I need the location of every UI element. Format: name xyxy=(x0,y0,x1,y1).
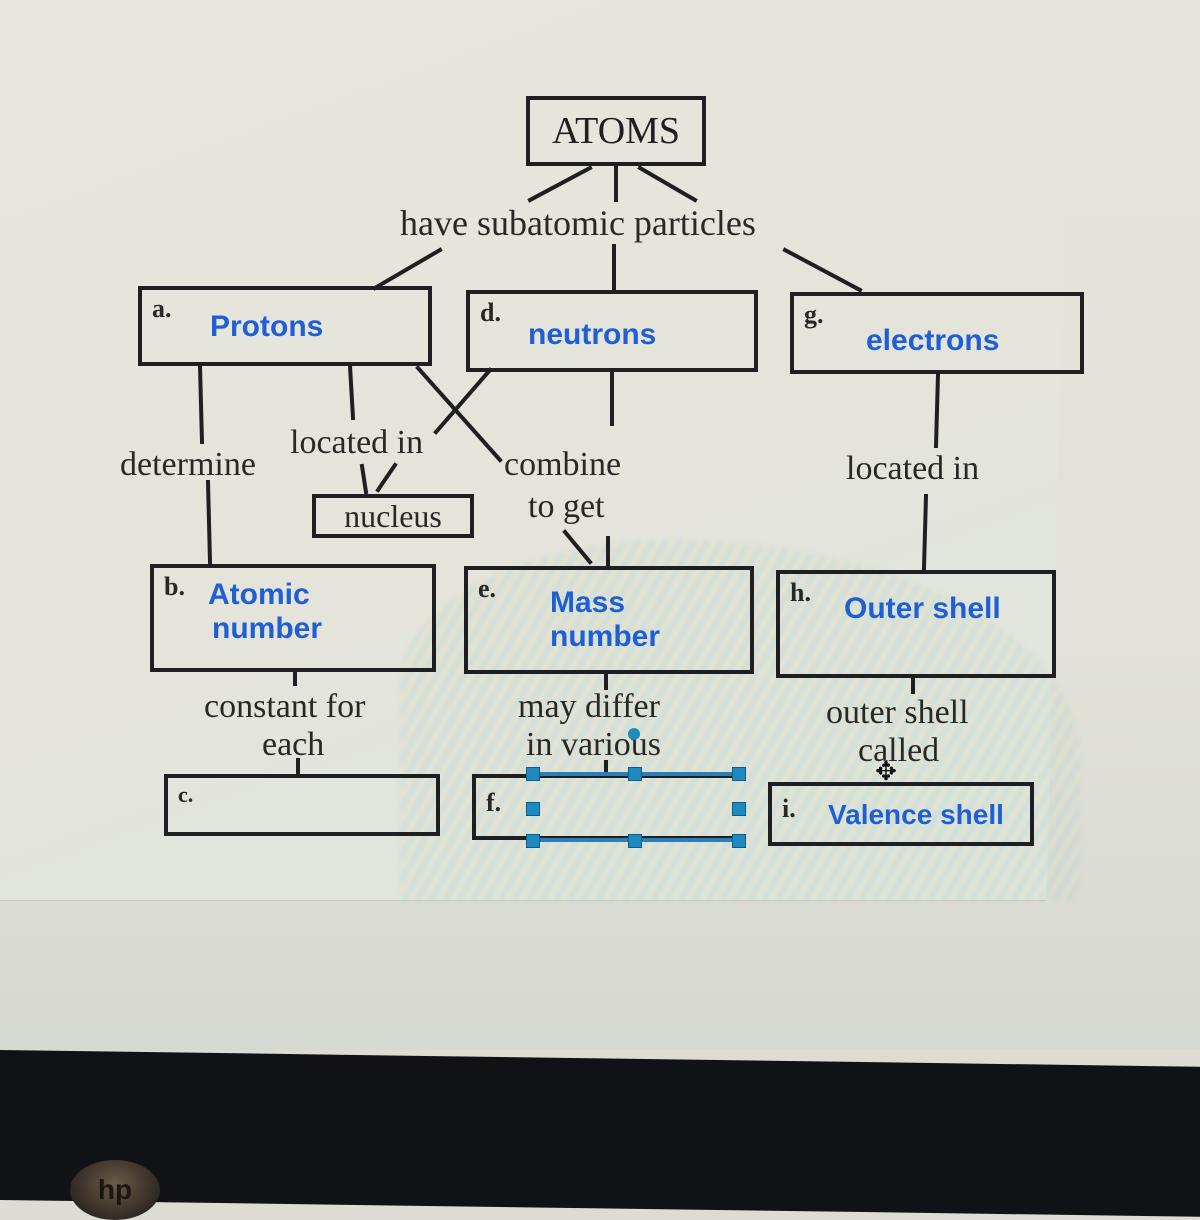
answer-text[interactable]: Valence shell xyxy=(828,799,1004,830)
monitor-screen: ATOMS have subatomic particles a. Proton… xyxy=(0,0,1200,1050)
answer-text[interactable]: Outer shell xyxy=(844,592,1001,625)
box-letter: h. xyxy=(790,578,811,607)
box-letter: e. xyxy=(478,574,497,603)
box-letter: a. xyxy=(152,294,172,323)
link-determine: determine xyxy=(120,446,256,483)
resize-handle-top-right[interactable] xyxy=(732,767,746,781)
resize-handle-bottom-right[interactable] xyxy=(732,834,746,848)
answer-text[interactable]: neutrons xyxy=(528,318,657,351)
connector xyxy=(921,493,929,571)
link-constant-for: constant for xyxy=(204,688,366,725)
resize-handle-bottom-left[interactable] xyxy=(526,834,540,848)
box-d-neutrons[interactable]: d. neutrons xyxy=(466,290,758,372)
box-i-valence-shell[interactable]: i. Valence shell xyxy=(768,782,1034,846)
box-letter: f. xyxy=(486,788,502,817)
link-located-in-nucleus: located in xyxy=(290,424,424,461)
box-letter: i. xyxy=(782,794,796,823)
link-may-differ: may differ xyxy=(518,688,660,725)
selected-text-box[interactable] xyxy=(526,728,746,848)
brand-logo-icon: hp xyxy=(70,1160,160,1220)
connector xyxy=(433,367,493,435)
monitor-bezel xyxy=(0,1050,1200,1217)
box-a-protons[interactable]: a. Protons xyxy=(138,286,432,366)
nucleus-box: nucleus xyxy=(312,494,474,538)
answer-text-line2[interactable]: number xyxy=(550,620,661,653)
connector xyxy=(415,365,503,463)
box-h-outer-shell[interactable]: h. Outer shell xyxy=(776,570,1056,678)
rotate-handle[interactable] xyxy=(628,728,640,740)
resize-handle-right[interactable] xyxy=(732,802,746,816)
atoms-title-box: ATOMS xyxy=(526,96,706,166)
connector xyxy=(359,463,369,495)
box-e-mass-number[interactable]: e. Mass number xyxy=(464,566,754,674)
link-located-in-outer: located in xyxy=(846,450,980,487)
answer-text-line1[interactable]: Mass xyxy=(550,586,626,619)
concept-map: ATOMS have subatomic particles a. Proton… xyxy=(120,96,1084,848)
connector xyxy=(347,363,356,421)
box-letter: c. xyxy=(178,782,194,807)
connector-lines xyxy=(197,165,941,778)
link-outer-shell: outer shell xyxy=(826,694,969,731)
connector xyxy=(933,371,941,449)
link-to-get: to get xyxy=(528,488,605,525)
connector xyxy=(562,529,593,565)
resize-handle-top[interactable] xyxy=(628,767,642,781)
connector xyxy=(205,479,213,565)
link-in-various: in various xyxy=(526,726,662,763)
resize-handle-top-left[interactable] xyxy=(526,767,540,781)
link-each: each xyxy=(262,726,325,763)
box-letter: b. xyxy=(164,572,185,601)
connector xyxy=(197,363,205,445)
connector xyxy=(375,462,398,493)
connector xyxy=(527,165,593,203)
answer-text[interactable]: electrons xyxy=(866,324,1000,357)
connector xyxy=(372,247,443,291)
link-called: called xyxy=(858,732,940,769)
link-have-subatomic-particles: have subatomic particles xyxy=(400,203,756,243)
resize-handle-left[interactable] xyxy=(526,802,540,816)
box-g-electrons[interactable]: g. electrons xyxy=(790,292,1084,374)
move-cursor-icon: ✥ xyxy=(875,757,897,787)
box-c-empty[interactable]: c. xyxy=(164,774,440,836)
box-b-atomic-number[interactable]: b. Atomic number xyxy=(150,564,436,672)
answer-text-line1[interactable]: Atomic xyxy=(208,578,310,611)
connector xyxy=(637,165,698,203)
answer-text[interactable]: Protons xyxy=(210,310,324,343)
box-letter: g. xyxy=(804,300,824,329)
link-combine: combine xyxy=(504,446,622,483)
resize-handle-bottom[interactable] xyxy=(628,834,642,848)
connector xyxy=(782,247,863,293)
answer-text-line2[interactable]: number xyxy=(212,612,323,645)
box-letter: d. xyxy=(480,298,501,327)
